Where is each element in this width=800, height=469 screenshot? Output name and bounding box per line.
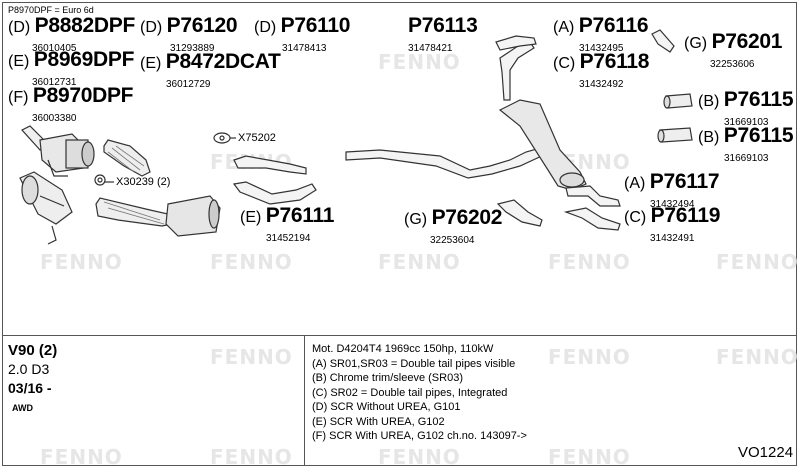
vehicle-drive: AWD: [12, 403, 33, 413]
note-line: Mot. D4204T4 1969cc 150hp, 110kW: [312, 343, 494, 355]
vehicle-engine: 2.0 D3: [8, 361, 50, 377]
flex-pipe-upper: [103, 139, 151, 177]
rear-muffler: [498, 99, 587, 191]
part-label-p76111: (E) P76111 31452194: [240, 204, 335, 244]
dpf-unit-bottom: [19, 171, 73, 245]
part-label-p8472dcat: (E) P8472DCAT 36012729: [140, 50, 281, 90]
note-line: (F) SCR With UREA, G102 ch.no. 143097->: [312, 430, 527, 442]
part-label-p76110: (D) P76110 31478413: [254, 14, 351, 54]
part-label-p76115-lower: (B) P76115 31669103: [698, 124, 794, 164]
watermark: FENNO: [716, 345, 799, 369]
callout-gasket: X75202: [238, 132, 276, 144]
vehicle-model: V90 (2): [8, 342, 58, 359]
part-label-p76120: (D) P76120 31293889: [140, 14, 238, 54]
note-line: (A) SR01,SR03 = Double tail pipes visibl…: [312, 357, 516, 370]
flex-pipe-lower: [95, 197, 173, 227]
watermark: FENNO: [40, 250, 123, 274]
diagram-id: VO1224: [738, 444, 794, 461]
watermark: FENNO: [548, 345, 631, 369]
part-label-p76113: P76113 31478421: [408, 14, 478, 54]
watermark: FENNO: [378, 250, 461, 274]
pipe-76202: [496, 199, 543, 227]
watermark: FENNO: [40, 445, 123, 469]
note-line: (E) SCR With UREA, G102: [312, 415, 445, 428]
part-label-p76202: (G) P76202 32253604: [404, 206, 503, 246]
watermark: FENNO: [210, 445, 293, 469]
pipe-76113: [345, 147, 548, 179]
pipe-76117: [565, 185, 621, 207]
gasket-part: [213, 132, 231, 144]
pipe-76111: [232, 181, 317, 205]
chrome-tip-lower: [657, 127, 693, 143]
chrome-tip-upper: [663, 93, 693, 109]
vehicle-date: 03/16 -: [8, 380, 52, 396]
note-line: (C) SR02 = Double tail pipes, Integrated: [312, 386, 508, 399]
watermark: FENNO: [378, 50, 461, 74]
part-label-p8970dpf: (F) P8970DPF 36003380: [8, 84, 134, 124]
catalyst-e: [165, 195, 221, 237]
tail-pipe-a: [499, 41, 535, 101]
pipe-76119: [563, 207, 621, 231]
watermark: FENNO: [210, 250, 293, 274]
note-line: (D) SCR Without UREA, G101: [312, 401, 461, 413]
watermark: FENNO: [716, 250, 799, 274]
pipe-76201: [651, 29, 675, 53]
section-divider-vertical: [304, 335, 305, 466]
header-note: P8970DPF = Euro 6d: [8, 5, 94, 15]
clamp-part: [94, 174, 106, 186]
callout-clamp: X30239 (2): [116, 176, 171, 188]
dpf-unit-top: [21, 125, 95, 177]
notes-list: Mot. D4204T4 1969cc 150hp, 110kW (A) SR0…: [312, 342, 527, 444]
part-label-p76119: (C) P76119 31432491: [624, 204, 721, 244]
watermark: FENNO: [210, 345, 293, 369]
watermark: FENNO: [548, 250, 631, 274]
pipe-76110: [233, 155, 307, 175]
note-line: (B) Chrome trim/sleeve (SR03): [312, 372, 463, 384]
section-divider: [2, 335, 797, 336]
part-label-p76117: (A) P76117 31432494: [624, 170, 720, 210]
part-label-p76116: (A) P76116 31432495: [553, 14, 649, 54]
part-label-p76115-upper: (B) P76115 31669103: [698, 88, 794, 128]
watermark: FENNO: [548, 445, 631, 469]
watermark: FENNO: [378, 445, 461, 469]
part-label-p76118: (C) P76118 31432492: [553, 50, 650, 90]
part-label-p8969dpf: (E) P8969DPF 36012731: [8, 48, 135, 88]
part-label-p8882dpf: (D) P8882DPF 36010405: [8, 14, 135, 54]
part-label-p76201: (G) P76201 32253606: [684, 30, 783, 70]
